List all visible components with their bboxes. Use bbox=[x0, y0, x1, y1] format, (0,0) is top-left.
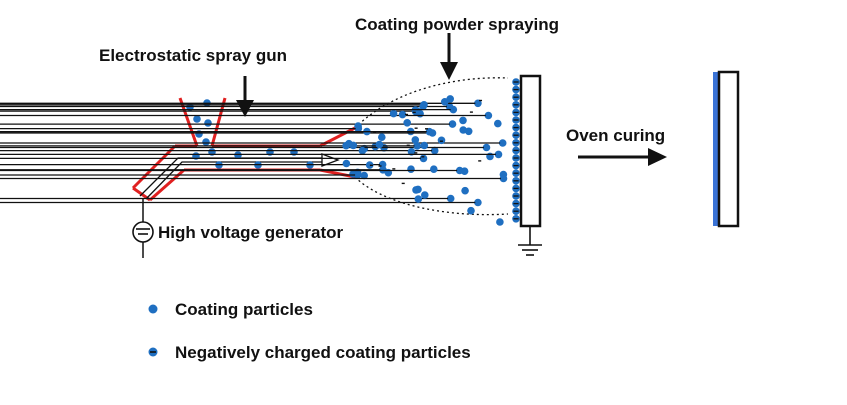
coating-particle bbox=[420, 141, 429, 150]
coating-particle bbox=[378, 133, 386, 141]
charged-particle bbox=[413, 142, 421, 150]
coating-particle bbox=[398, 110, 407, 119]
charged-particle bbox=[474, 99, 482, 108]
charged-particle bbox=[474, 198, 482, 207]
coating-particle bbox=[358, 146, 367, 155]
generator-label: High voltage generator bbox=[158, 223, 344, 242]
coating-particle bbox=[486, 152, 494, 161]
electrode-tip-arrow bbox=[321, 153, 340, 167]
spray-gun-arrow bbox=[236, 76, 254, 117]
coating-particle bbox=[365, 161, 374, 169]
coating-particle bbox=[375, 140, 384, 149]
oven-curing-label: Oven curing bbox=[566, 126, 665, 145]
charged-particle bbox=[446, 194, 455, 203]
coating-particle bbox=[467, 206, 475, 215]
charged-particle bbox=[499, 174, 508, 183]
coating-particle bbox=[202, 138, 210, 146]
electrode-wire-inner bbox=[145, 161, 322, 200]
charged-particle bbox=[353, 171, 362, 179]
charged-particle bbox=[448, 120, 457, 128]
coating-particle bbox=[412, 186, 420, 194]
charged-particle bbox=[430, 146, 439, 155]
coating-particle bbox=[419, 102, 427, 111]
coating-particle bbox=[414, 195, 423, 203]
charged-particle bbox=[494, 150, 503, 159]
ground-symbol bbox=[518, 226, 542, 256]
charged-particle bbox=[449, 105, 458, 114]
spray-gun-label: Electrostatic spray gun bbox=[99, 46, 287, 65]
charged-particle bbox=[455, 166, 464, 175]
coating-particle bbox=[342, 141, 350, 150]
coating-particle bbox=[441, 98, 449, 106]
coating-particle bbox=[349, 141, 358, 150]
coating-particle bbox=[389, 109, 398, 118]
charged-particle bbox=[354, 124, 363, 133]
cured-panel bbox=[717, 70, 740, 228]
generator-symbol bbox=[132, 221, 154, 243]
legend-particle-icon bbox=[148, 304, 158, 314]
workpiece-panel bbox=[519, 74, 542, 228]
spraying-label: Coating powder spraying bbox=[355, 15, 559, 34]
surface-charged-particles bbox=[512, 78, 520, 223]
charged-particle bbox=[484, 111, 493, 120]
legend-charged-label: Negatively charged coating particles bbox=[175, 343, 471, 362]
coating-particle bbox=[360, 171, 369, 180]
nozzle-bottom bbox=[319, 168, 356, 179]
oven-curing-arrow bbox=[578, 148, 667, 166]
spraying-arrow bbox=[440, 33, 458, 80]
charged-particle bbox=[482, 143, 491, 152]
coating-particle bbox=[459, 116, 467, 125]
charged-particle bbox=[498, 139, 507, 147]
coating-particle bbox=[459, 126, 468, 134]
coating-particle bbox=[430, 165, 438, 173]
cured-panel-coating bbox=[713, 72, 719, 226]
coating-particle bbox=[193, 115, 201, 123]
coating-particle bbox=[411, 136, 420, 144]
plume-particles bbox=[0, 95, 508, 226]
coating-particle bbox=[437, 136, 446, 145]
coating-particle bbox=[421, 191, 429, 199]
coating-particle bbox=[342, 159, 351, 168]
coating-particle bbox=[461, 186, 469, 195]
coating-particle bbox=[496, 218, 504, 226]
coating-particle bbox=[407, 165, 415, 173]
coating-particle bbox=[494, 119, 502, 128]
charged-particle bbox=[425, 127, 434, 136]
legend: Coating particles Negatively charged coa… bbox=[148, 300, 471, 362]
coating-particle bbox=[403, 119, 412, 127]
coating-particle bbox=[407, 148, 416, 156]
legend-particles-label: Coating particles bbox=[175, 300, 313, 319]
coating-particle bbox=[204, 119, 212, 127]
handle-upper-wall bbox=[131, 144, 177, 190]
